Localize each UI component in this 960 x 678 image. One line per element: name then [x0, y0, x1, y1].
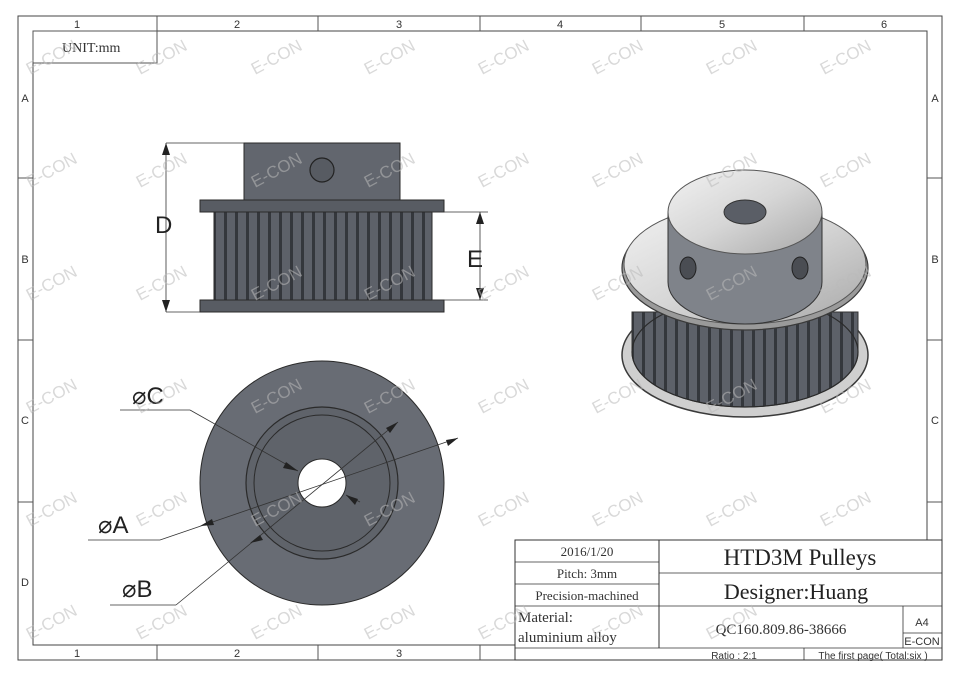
- side-teeth: [213, 211, 433, 301]
- row-label-d: D: [21, 577, 29, 589]
- unit-box: [32, 30, 158, 64]
- title-phone: QC160.809.86-38666: [716, 622, 847, 638]
- watermark: E-CON: [133, 149, 190, 191]
- side-view: D E: [155, 142, 488, 313]
- row-label-c-right: C: [931, 415, 939, 427]
- col-label-bottom-2: 2: [234, 648, 240, 660]
- col-label-bottom-1: 1: [74, 648, 80, 660]
- watermark: E-CON: [475, 375, 532, 417]
- watermark: E-CON: [248, 36, 305, 78]
- watermark: E-CON: [817, 36, 874, 78]
- iso-bore: [723, 199, 767, 225]
- dimension-c-letter: C: [146, 383, 163, 410]
- watermark: E-CON: [361, 36, 418, 78]
- dimension-b-letter: B: [136, 576, 152, 603]
- watermark: E-CON: [23, 488, 80, 530]
- row-label-b-right: B: [931, 254, 938, 266]
- dimension-a-letter: A: [112, 512, 128, 539]
- watermark: E-CON: [23, 601, 80, 643]
- title-sheet-size: A4: [915, 617, 928, 629]
- title-ratio: Ratio : 2:1: [711, 651, 757, 662]
- zone-ticks: [18, 16, 942, 660]
- dimension-d-label: D: [155, 212, 172, 239]
- watermark: E-CON: [817, 149, 874, 191]
- side-bottom-flange: [199, 299, 445, 313]
- row-label-c: C: [21, 415, 29, 427]
- watermark: E-CON: [23, 262, 80, 304]
- front-bore: [297, 458, 347, 508]
- watermark: E-CON: [23, 149, 80, 191]
- title-page: The first page( Total:six ): [818, 651, 927, 662]
- row-label-a-right: A: [931, 93, 939, 105]
- watermark: E-CON: [475, 149, 532, 191]
- watermark: E-CON: [133, 601, 190, 643]
- title-pitch: Pitch: 3mm: [557, 566, 617, 581]
- unit-label: UNIT:mm: [62, 41, 121, 56]
- title-process: Precision-machined: [535, 588, 639, 603]
- watermark: E-CON: [589, 149, 646, 191]
- watermark: E-CON: [23, 375, 80, 417]
- title-material-value: aluminium alloy: [518, 630, 617, 646]
- title-block: 2016/1/20 Pitch: 3mm Precision-machined …: [514, 539, 943, 662]
- title-company: E-CON: [904, 636, 940, 648]
- watermark: E-CON: [133, 488, 190, 530]
- col-label-4: 4: [557, 19, 563, 31]
- watermark: E-CON: [589, 375, 646, 417]
- col-label-6: 6: [881, 19, 887, 31]
- dimension-c-label: ⌀C: [132, 383, 164, 410]
- watermark: E-CON: [475, 488, 532, 530]
- watermark: E-CON: [23, 36, 80, 78]
- side-top-flange: [199, 199, 445, 213]
- col-label-2: 2: [234, 19, 240, 31]
- title-date: 2016/1/20: [561, 544, 614, 559]
- watermark: E-CON: [589, 488, 646, 530]
- dimension-e-label: E: [467, 246, 483, 273]
- side-setscrew-hole: [309, 157, 335, 183]
- title-product: HTD3M Pulleys: [724, 545, 877, 570]
- watermark: E-CON: [361, 601, 418, 643]
- watermark: E-CON: [817, 488, 874, 530]
- watermark: E-CON: [133, 375, 190, 417]
- watermark: E-CON: [703, 488, 760, 530]
- title-designer: Designer:Huang: [724, 579, 868, 604]
- watermark: E-CON: [133, 262, 190, 304]
- watermark: E-CON: [133, 36, 190, 78]
- dimension-a-label: ⌀A: [98, 512, 128, 539]
- iso-setscrew-hole-left: [679, 256, 697, 280]
- col-label-bottom-3: 3: [396, 648, 402, 660]
- dimension-b-label: ⌀B: [122, 576, 152, 603]
- row-label-a: A: [21, 93, 29, 105]
- watermark: E-CON: [475, 262, 532, 304]
- front-hub-circle: [253, 414, 391, 552]
- isometric-view: [621, 169, 869, 418]
- title-material-label: Material:: [518, 610, 573, 626]
- watermark: E-CON: [589, 36, 646, 78]
- row-label-b: B: [21, 254, 28, 266]
- watermark: E-CON: [703, 36, 760, 78]
- watermark: E-CON: [475, 36, 532, 78]
- col-label-5: 5: [719, 19, 725, 31]
- col-label-1: 1: [74, 19, 80, 31]
- iso-setscrew-hole-right: [791, 256, 809, 280]
- col-label-3: 3: [396, 19, 402, 31]
- watermark: E-CON: [248, 601, 305, 643]
- front-view: ⌀C ⌀A ⌀B: [88, 360, 459, 606]
